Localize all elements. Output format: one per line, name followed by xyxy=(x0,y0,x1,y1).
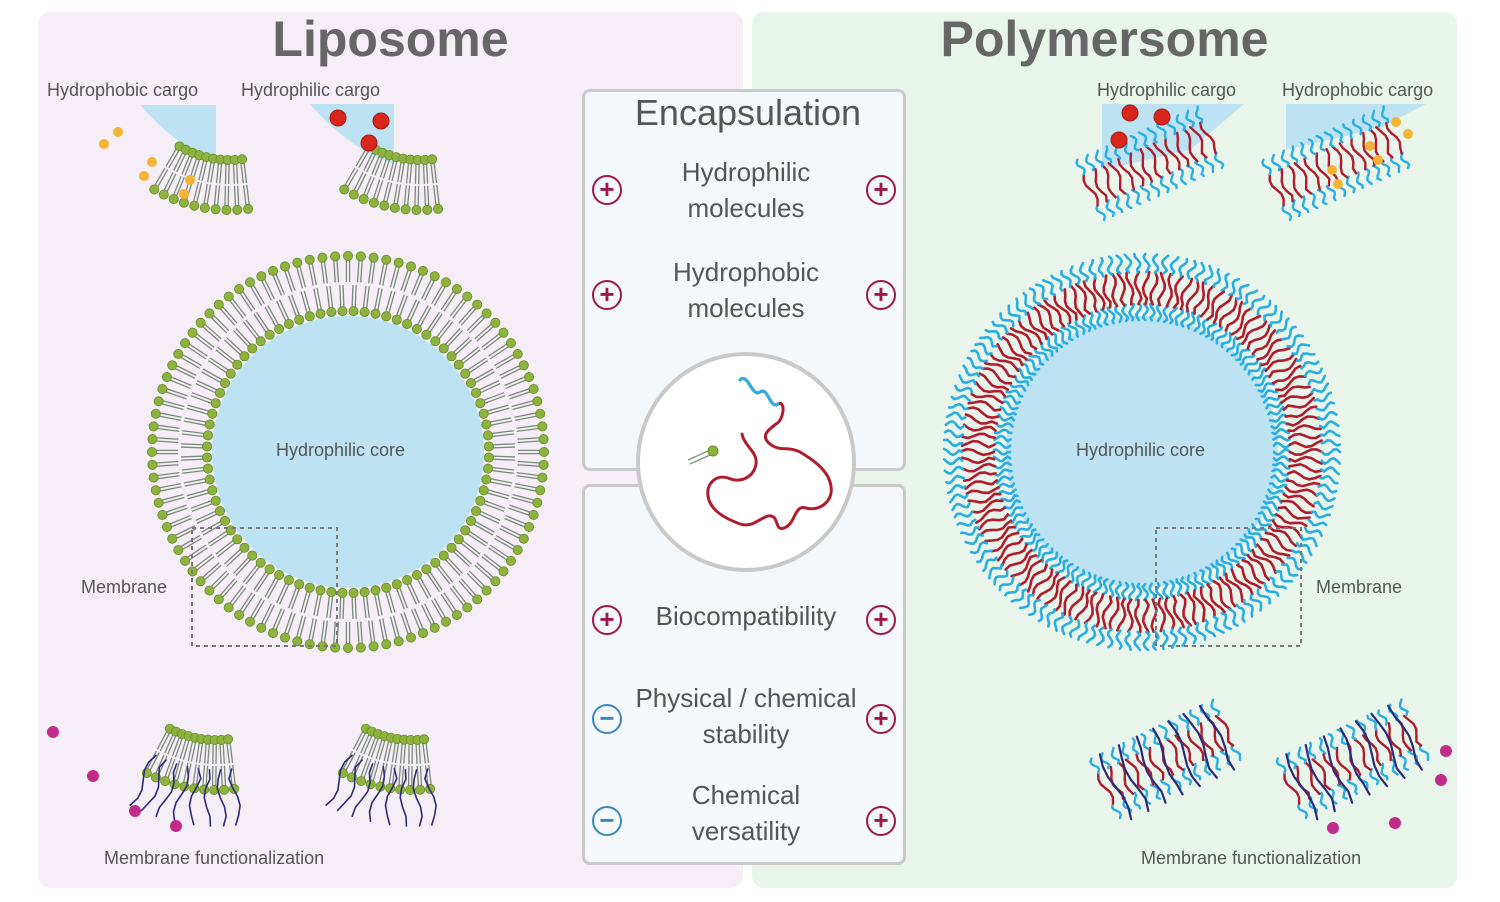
liposome-hydrophobic-sign: + xyxy=(592,280,622,310)
molecule-circle xyxy=(636,352,856,572)
polymersome-hydrophilic-cargo-figure xyxy=(1075,104,1244,222)
liposome-membrane-zoom-box xyxy=(191,527,338,647)
property-line1: Physical / chemical xyxy=(635,683,857,713)
liposome-stability-sign: − xyxy=(592,704,622,734)
property-stability: Physical / chemical stability xyxy=(616,680,876,752)
liposome-hydrophilic-cargo-label: Hydrophilic cargo xyxy=(241,80,381,100)
polymersome-hydrophobic-cargo-label: Hydrophobic cargo xyxy=(1282,80,1434,100)
polymersome-functionalization-label: Membrane functionalization xyxy=(1141,848,1362,868)
polymersome-membrane-zoom-box xyxy=(1155,527,1302,647)
property-line1: Biocompatibility xyxy=(655,601,837,631)
liposome-hydrophobic-cargo-figure xyxy=(99,105,254,215)
liposome-core-label: Hydrophilic core xyxy=(276,440,406,460)
polymersome-title: Polymersome xyxy=(940,11,1269,67)
property-line2: versatility xyxy=(691,816,801,846)
polymersome-hydrophobic-sign: + xyxy=(866,280,896,310)
property-biocompatibility: Biocompatibility xyxy=(616,598,876,634)
polymersome-functionalization-figure xyxy=(1089,698,1452,834)
liposome-functionalization-figure xyxy=(47,723,437,832)
property-line1: Hydrophilic xyxy=(681,157,811,187)
liposome-hydrophilic-cargo-figure xyxy=(310,104,444,215)
property-line1: Chemical xyxy=(691,780,801,810)
property-hydrophobic-molecules: Hydrophobic molecules xyxy=(616,254,876,326)
polymersome-membrane-label: Membrane xyxy=(1316,577,1403,597)
liposome-functionalization-label: Membrane functionalization xyxy=(104,848,325,868)
property-line2: molecules xyxy=(687,293,805,323)
encapsulation-title: Encapsulation xyxy=(634,92,862,133)
property-line2: molecules xyxy=(687,193,805,223)
liposome-vesicle xyxy=(146,250,550,654)
polymersome-hydrophilic-cargo-label: Hydrophilic cargo xyxy=(1097,80,1237,100)
polymersome-versatility-sign: + xyxy=(866,806,896,836)
liposome-title: Liposome xyxy=(272,11,509,67)
property-line2: stability xyxy=(702,719,790,749)
property-versatility: Chemical versatility xyxy=(616,777,876,849)
polymersome-stability-sign: + xyxy=(866,704,896,734)
liposome-membrane-label: Membrane xyxy=(81,577,168,597)
property-line1: Hydrophobic xyxy=(673,257,819,287)
polymersome-hydrophilic-sign: + xyxy=(866,175,896,205)
polymersome-biocompatibility-sign: + xyxy=(866,605,896,635)
liposome-hydrophilic-sign: + xyxy=(592,175,622,205)
liposome-hydrophobic-cargo-label: Hydrophobic cargo xyxy=(47,80,199,100)
polymersome-core-label: Hydrophilic core xyxy=(1076,440,1206,460)
property-hydrophilic-molecules: Hydrophilic molecules xyxy=(616,154,876,226)
polymersome-vesicle xyxy=(942,252,1342,652)
liposome-versatility-sign: − xyxy=(592,806,622,836)
liposome-biocompatibility-sign: + xyxy=(592,605,622,635)
polymersome-hydrophobic-cargo-figure xyxy=(1261,104,1426,222)
